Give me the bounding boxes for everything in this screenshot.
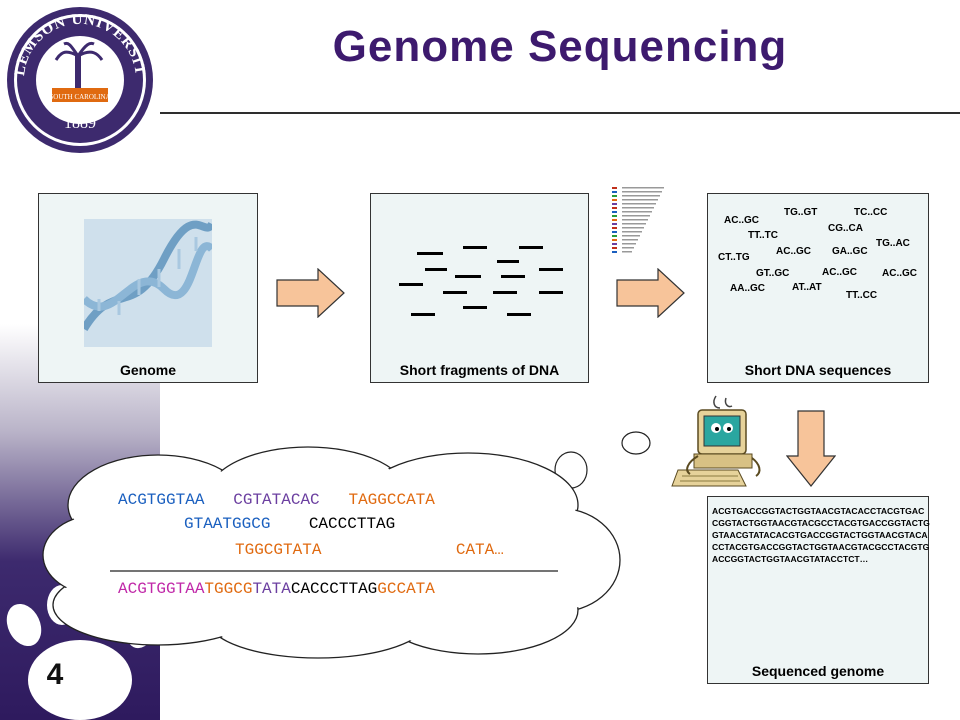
slide-number: 4 bbox=[46, 658, 64, 691]
sequence-segment bbox=[270, 515, 308, 533]
sequence-segment: CATA… bbox=[455, 541, 504, 559]
down-arrow-icon bbox=[786, 410, 836, 487]
dna-fragment bbox=[411, 313, 435, 316]
assembly-row-2: GTAATGGCG CACCCTTAG bbox=[184, 514, 395, 534]
sequence-segment: CGTATACAC bbox=[233, 491, 320, 509]
dna-fragment bbox=[455, 275, 481, 278]
sequence-tag: CG..CA bbox=[828, 223, 863, 234]
svg-text:SOUTH CAROLINA: SOUTH CAROLINA bbox=[49, 93, 110, 101]
sequence-tag: AC..GC bbox=[724, 215, 759, 226]
sequence-segment bbox=[321, 541, 455, 559]
sequence-segment bbox=[204, 491, 233, 509]
dna-fragment bbox=[501, 275, 525, 278]
sequence-segment: GTAATGGCG bbox=[184, 515, 271, 533]
sequence-tag: AT..AT bbox=[792, 282, 822, 293]
sequence-tag: TC..CC bbox=[854, 207, 888, 218]
sequence-tag: GT..GC bbox=[756, 268, 790, 279]
sequence-segment: ACGTGGTAA bbox=[118, 491, 205, 509]
sequence-tag: AC..GC bbox=[822, 267, 857, 278]
dna-fragment bbox=[425, 268, 447, 271]
sequence-tag: AC..GC bbox=[776, 246, 811, 257]
right-arrow-icon bbox=[616, 268, 685, 318]
sequence-segment: CAC bbox=[290, 580, 320, 598]
dna-fragment bbox=[539, 268, 563, 271]
dna-fragment bbox=[443, 291, 467, 294]
thought-cloud bbox=[42, 446, 621, 659]
sequenced-genome-text: ACGTGACCGGTACTGGTAACGTACACCTACGTGACCGGTA… bbox=[712, 506, 930, 564]
sequence-tag: AC..GC bbox=[882, 268, 917, 279]
clemson-seal-logo: CLEMSON UNIVERSITY SOUTH CAROLINA 1889 bbox=[4, 4, 153, 153]
sequence-segment: TGGCG bbox=[204, 580, 253, 598]
sequence-tag: TT..CC bbox=[846, 290, 878, 301]
dna-fragment bbox=[497, 260, 519, 263]
dna-fragment bbox=[399, 283, 423, 286]
sequence-tag: CT..TG bbox=[718, 252, 750, 263]
svg-text:1889: 1889 bbox=[64, 115, 96, 132]
sequenced-genome-panel: ACGTGACCGGTACTGGTAACGTACACCTACGTGACCGGTA… bbox=[707, 496, 930, 684]
dna-helix-image bbox=[84, 219, 212, 347]
sequenced-genome-label: Sequenced genome bbox=[751, 663, 885, 679]
genome-panel: Genome bbox=[38, 193, 258, 383]
sequences-panel: TG..GT TC..CC AC..GC CG..CA TT..TC TG..A… bbox=[707, 193, 929, 383]
dna-fragment bbox=[539, 291, 563, 294]
genome-label: Genome bbox=[119, 362, 176, 378]
sequence-segment: GCCATA bbox=[377, 580, 435, 598]
sequence-segment: CACCCTTAG bbox=[308, 515, 396, 533]
sequence-tag: TG..GT bbox=[784, 207, 818, 218]
dna-fragment bbox=[463, 246, 487, 249]
dna-fragment bbox=[493, 291, 517, 294]
sequence-tag: TT..TC bbox=[748, 230, 778, 241]
thinking-computer-image bbox=[671, 395, 761, 487]
dna-fragment bbox=[463, 306, 487, 309]
sequence-segment: CCTTAG bbox=[319, 580, 378, 598]
title-divider bbox=[160, 112, 960, 114]
dna-fragment bbox=[417, 252, 443, 255]
right-arrow-icon bbox=[276, 268, 345, 318]
assembly-row-3: TGGCGTATA CATA… bbox=[235, 540, 504, 560]
sequence-tag: AA..GC bbox=[730, 283, 765, 294]
fragments-label: Short fragments of DNA bbox=[399, 362, 560, 378]
thought-bubble-small bbox=[621, 431, 651, 455]
sequencer-readout-image bbox=[612, 187, 664, 253]
sequence-segment: ACGTGGTAA bbox=[118, 580, 205, 598]
sequence-segment: TATA bbox=[252, 580, 291, 598]
sequences-label: Short DNA sequences bbox=[744, 362, 892, 378]
sequence-segment bbox=[320, 491, 349, 509]
assembly-row-1: ACGTGGTAA CGTATACAC TAGGCCATA bbox=[118, 490, 435, 510]
sequence-segment: TAGGCCATA bbox=[348, 491, 435, 509]
page-title: Genome Sequencing bbox=[332, 22, 788, 71]
dna-fragment bbox=[507, 313, 531, 316]
sequence-tag: GA..GC bbox=[832, 246, 868, 257]
dna-fragment bbox=[519, 246, 543, 249]
sequence-segment: TGGCGTATA bbox=[235, 541, 322, 559]
fragments-panel: Short fragments of DNA bbox=[370, 193, 589, 383]
assembly-result: ACGTGGTAATGGCGTATACACCCTTAGGCCATA bbox=[118, 579, 435, 599]
sequence-tag: TG..AC bbox=[876, 238, 910, 249]
